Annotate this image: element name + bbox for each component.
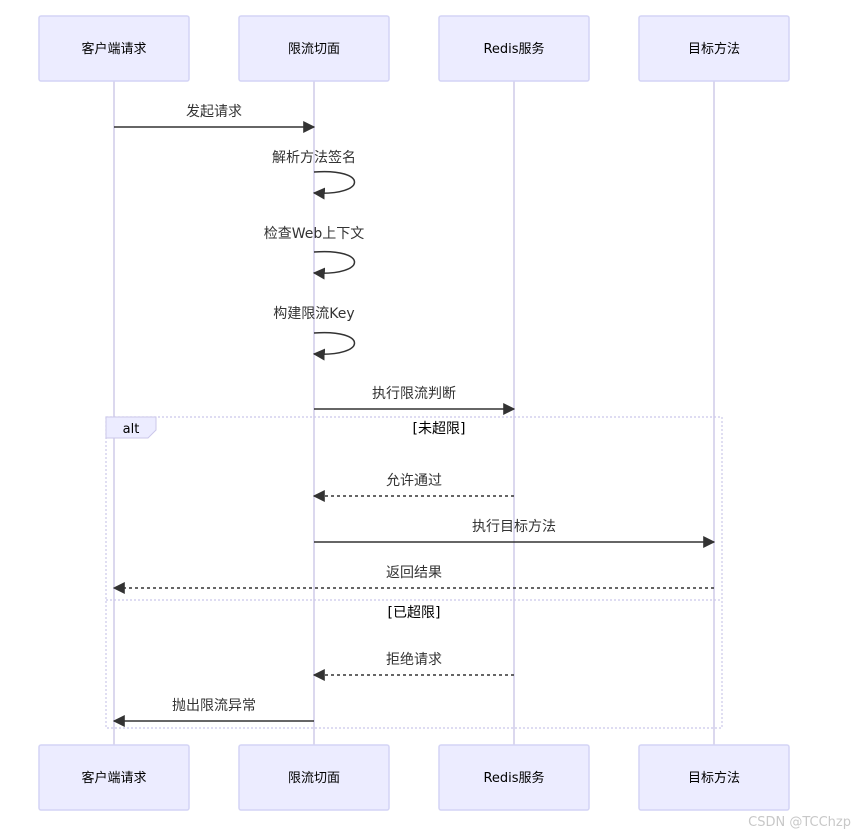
message-label: 构建限流Key <box>273 306 354 322</box>
message-parse-signature: 解析方法签名 <box>272 149 356 200</box>
message-label: 执行限流判断 <box>372 386 456 402</box>
actor-client-top: 客户端请求 <box>38 15 190 82</box>
message-label: 执行目标方法 <box>472 519 556 535</box>
watermark: CSDN @TCChzp <box>748 815 851 830</box>
message-label: 允许通过 <box>386 473 442 489</box>
actor-client-bottom: 客户端请求 <box>38 744 190 811</box>
actor-label: Redis服务 <box>483 41 544 57</box>
actor-label: 客户端请求 <box>81 770 146 786</box>
actor-box <box>238 15 390 82</box>
lifelines <box>113 81 715 745</box>
message-label: 解析方法签名 <box>272 149 356 166</box>
actor-redis-bottom: Redis服务 <box>438 744 590 811</box>
actors-bottom: 客户端请求 限流切面 Redis服务 目标方法 <box>38 744 790 811</box>
message-arrow <box>312 331 356 361</box>
message-label: 检查Web上下文 <box>264 226 365 242</box>
actor-box <box>438 744 590 811</box>
message-allow-pass: 允许通过 <box>312 473 514 502</box>
message-send-request: 发起请求 <box>114 104 316 133</box>
message-arrow <box>312 170 356 200</box>
actor-box <box>438 15 590 82</box>
condition-not-exceeded: [未超限] <box>413 421 466 437</box>
actor-box <box>38 15 190 82</box>
actor-label: 限流切面 <box>288 771 340 786</box>
message-label: 拒绝请求 <box>386 652 442 668</box>
message-label: 发起请求 <box>186 104 242 120</box>
message-arrow <box>312 250 356 280</box>
alt-frame-border <box>105 416 723 729</box>
actor-label: 客户端请求 <box>81 41 146 57</box>
alt-label: alt <box>123 422 140 437</box>
actor-label: 目标方法 <box>688 41 740 57</box>
actor-box <box>638 15 790 82</box>
alt-tag <box>105 416 157 439</box>
messages: 发起请求 解析方法签名 检查Web上下文 构建限流Key 执行限流判断 允许通过 <box>112 104 716 727</box>
condition-exceeded: [已超限] <box>388 605 441 621</box>
actor-aspect-bottom: 限流切面 <box>238 744 390 811</box>
message-label: 返回结果 <box>386 565 442 581</box>
message-check-web-context: 检查Web上下文 <box>264 226 365 280</box>
message-label: 抛出限流异常 <box>172 698 256 714</box>
message-build-key: 构建限流Key <box>273 306 356 361</box>
actor-label: Redis服务 <box>483 770 544 786</box>
alt-frame: alt [未超限] [已超限] <box>105 416 723 729</box>
message-return-result: 返回结果 <box>112 565 714 594</box>
actor-redis-top: Redis服务 <box>438 15 590 82</box>
message-reject-request: 拒绝请求 <box>312 652 514 681</box>
actors-top: 客户端请求 限流切面 Redis服务 目标方法 <box>38 15 790 82</box>
message-throw-exception: 抛出限流异常 <box>112 698 314 727</box>
actor-box <box>38 744 190 811</box>
actor-target-bottom: 目标方法 <box>638 744 790 811</box>
actor-box <box>238 744 390 811</box>
actor-aspect-top: 限流切面 <box>238 15 390 82</box>
actor-target-top: 目标方法 <box>638 15 790 82</box>
actor-label: 目标方法 <box>688 770 740 786</box>
actor-label: 限流切面 <box>288 42 340 57</box>
message-rate-limit-check: 执行限流判断 <box>314 386 516 415</box>
actor-box <box>638 744 790 811</box>
message-execute-target: 执行目标方法 <box>314 519 716 548</box>
